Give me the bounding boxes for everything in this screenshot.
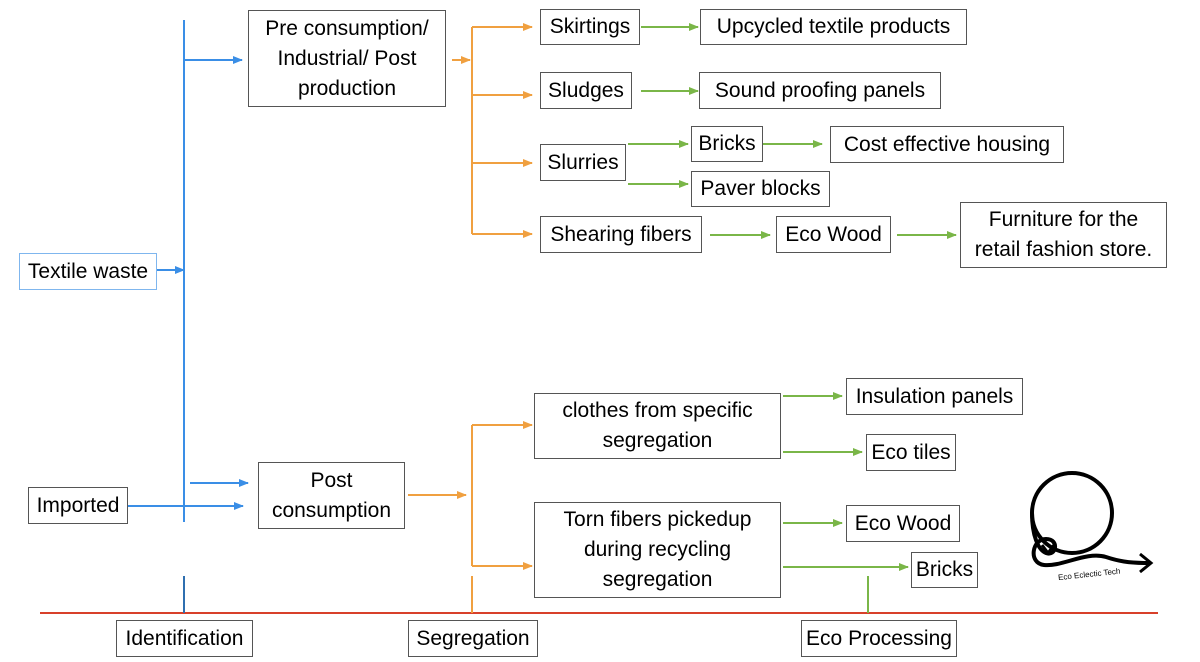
node-furniture: Furniture for the retail fashion store. xyxy=(960,202,1167,268)
node-insulation-panels: Insulation panels xyxy=(846,378,1023,415)
node-torn-fibers: Torn fibers pickedup during recycling se… xyxy=(534,502,781,598)
node-bricks-top: Bricks xyxy=(691,126,763,162)
node-paver-blocks: Paver blocks xyxy=(691,171,830,207)
node-eco-tiles: Eco tiles xyxy=(866,434,956,471)
stage-label-eco-processing: Eco Processing xyxy=(801,620,957,657)
stage-label-segregation: Segregation xyxy=(408,620,538,657)
node-imported: Imported xyxy=(28,487,128,524)
node-skirtings: Skirtings xyxy=(540,9,640,45)
logo-text: Eco Eclectic Tech xyxy=(1058,567,1121,582)
node-pre-consumption: Pre consumption/ Industrial/ Post produc… xyxy=(248,10,446,107)
node-post-consumption: Post consumption xyxy=(258,462,405,529)
node-sound-proofing: Sound proofing panels xyxy=(699,72,941,109)
node-cost-effective-housing: Cost effective housing xyxy=(830,126,1064,163)
node-bricks-bottom: Bricks xyxy=(911,552,978,588)
node-textile-waste: Textile waste xyxy=(19,253,157,290)
node-sludges: Sludges xyxy=(540,72,632,109)
node-clothes-specific: clothes from specific segregation xyxy=(534,393,781,459)
node-slurries: Slurries xyxy=(540,144,626,181)
node-upcycled-textile: Upcycled textile products xyxy=(700,9,967,45)
eco-eclectic-tech-logo: Eco Eclectic Tech xyxy=(1030,471,1154,582)
node-shearing-fibers: Shearing fibers xyxy=(540,216,702,253)
stage-label-identification: Identification xyxy=(116,620,253,657)
node-eco-wood-bottom: Eco Wood xyxy=(846,505,960,542)
node-eco-wood-top: Eco Wood xyxy=(776,216,891,253)
